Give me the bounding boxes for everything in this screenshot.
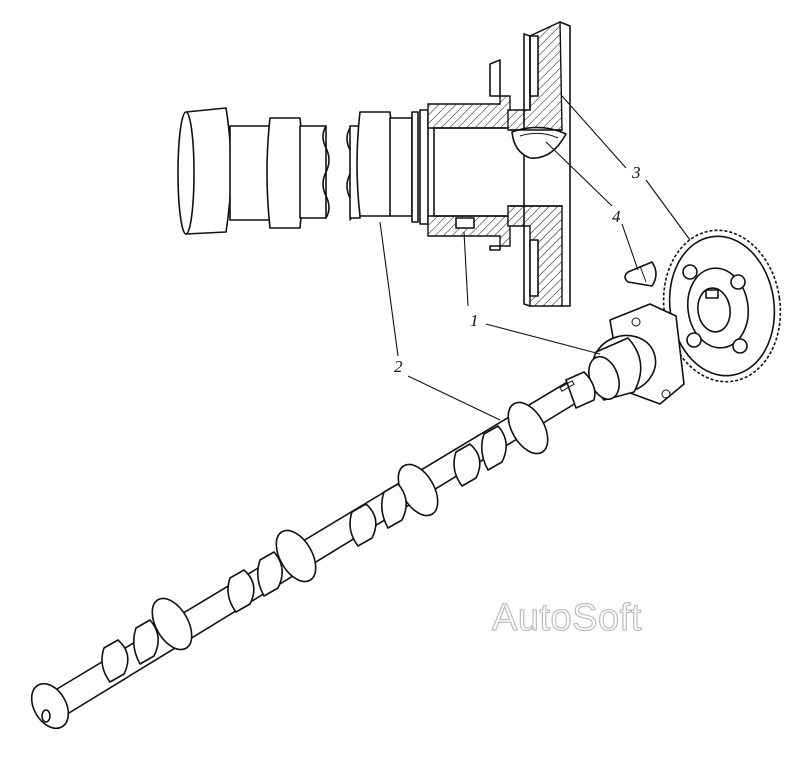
camshaft-rear-end	[30, 682, 70, 730]
cam-lobe	[132, 619, 159, 665]
camshaft-journal	[507, 401, 549, 455]
callout-4: 4	[612, 207, 621, 226]
thrust-flange	[588, 303, 685, 405]
cam-lobe	[256, 551, 283, 597]
camshaft-journal	[151, 597, 193, 651]
camshaft-nose	[565, 371, 596, 409]
watermark: AutoSoft	[492, 597, 642, 639]
shaft-journal-middle	[356, 111, 394, 217]
key-in-section	[511, 126, 567, 159]
bushing-section-top	[427, 95, 511, 129]
timing-gear	[662, 229, 782, 383]
camshaft	[30, 371, 596, 730]
camshaft-journal	[275, 529, 317, 583]
cam-lobe	[453, 443, 481, 487]
sectional-view	[177, 20, 571, 307]
cam-lobe	[380, 483, 407, 529]
cam-lobe	[480, 425, 507, 471]
leader-lines	[379, 95, 691, 421]
cam-lobe	[101, 639, 129, 683]
shaft-journal-left	[266, 117, 304, 229]
callout-2: 2	[394, 357, 403, 376]
woodruff-key	[624, 261, 657, 287]
cam-lobe	[349, 503, 377, 547]
callout-1: 1	[470, 311, 479, 330]
callout-3: 3	[631, 163, 641, 182]
cam-lobe	[227, 569, 255, 613]
